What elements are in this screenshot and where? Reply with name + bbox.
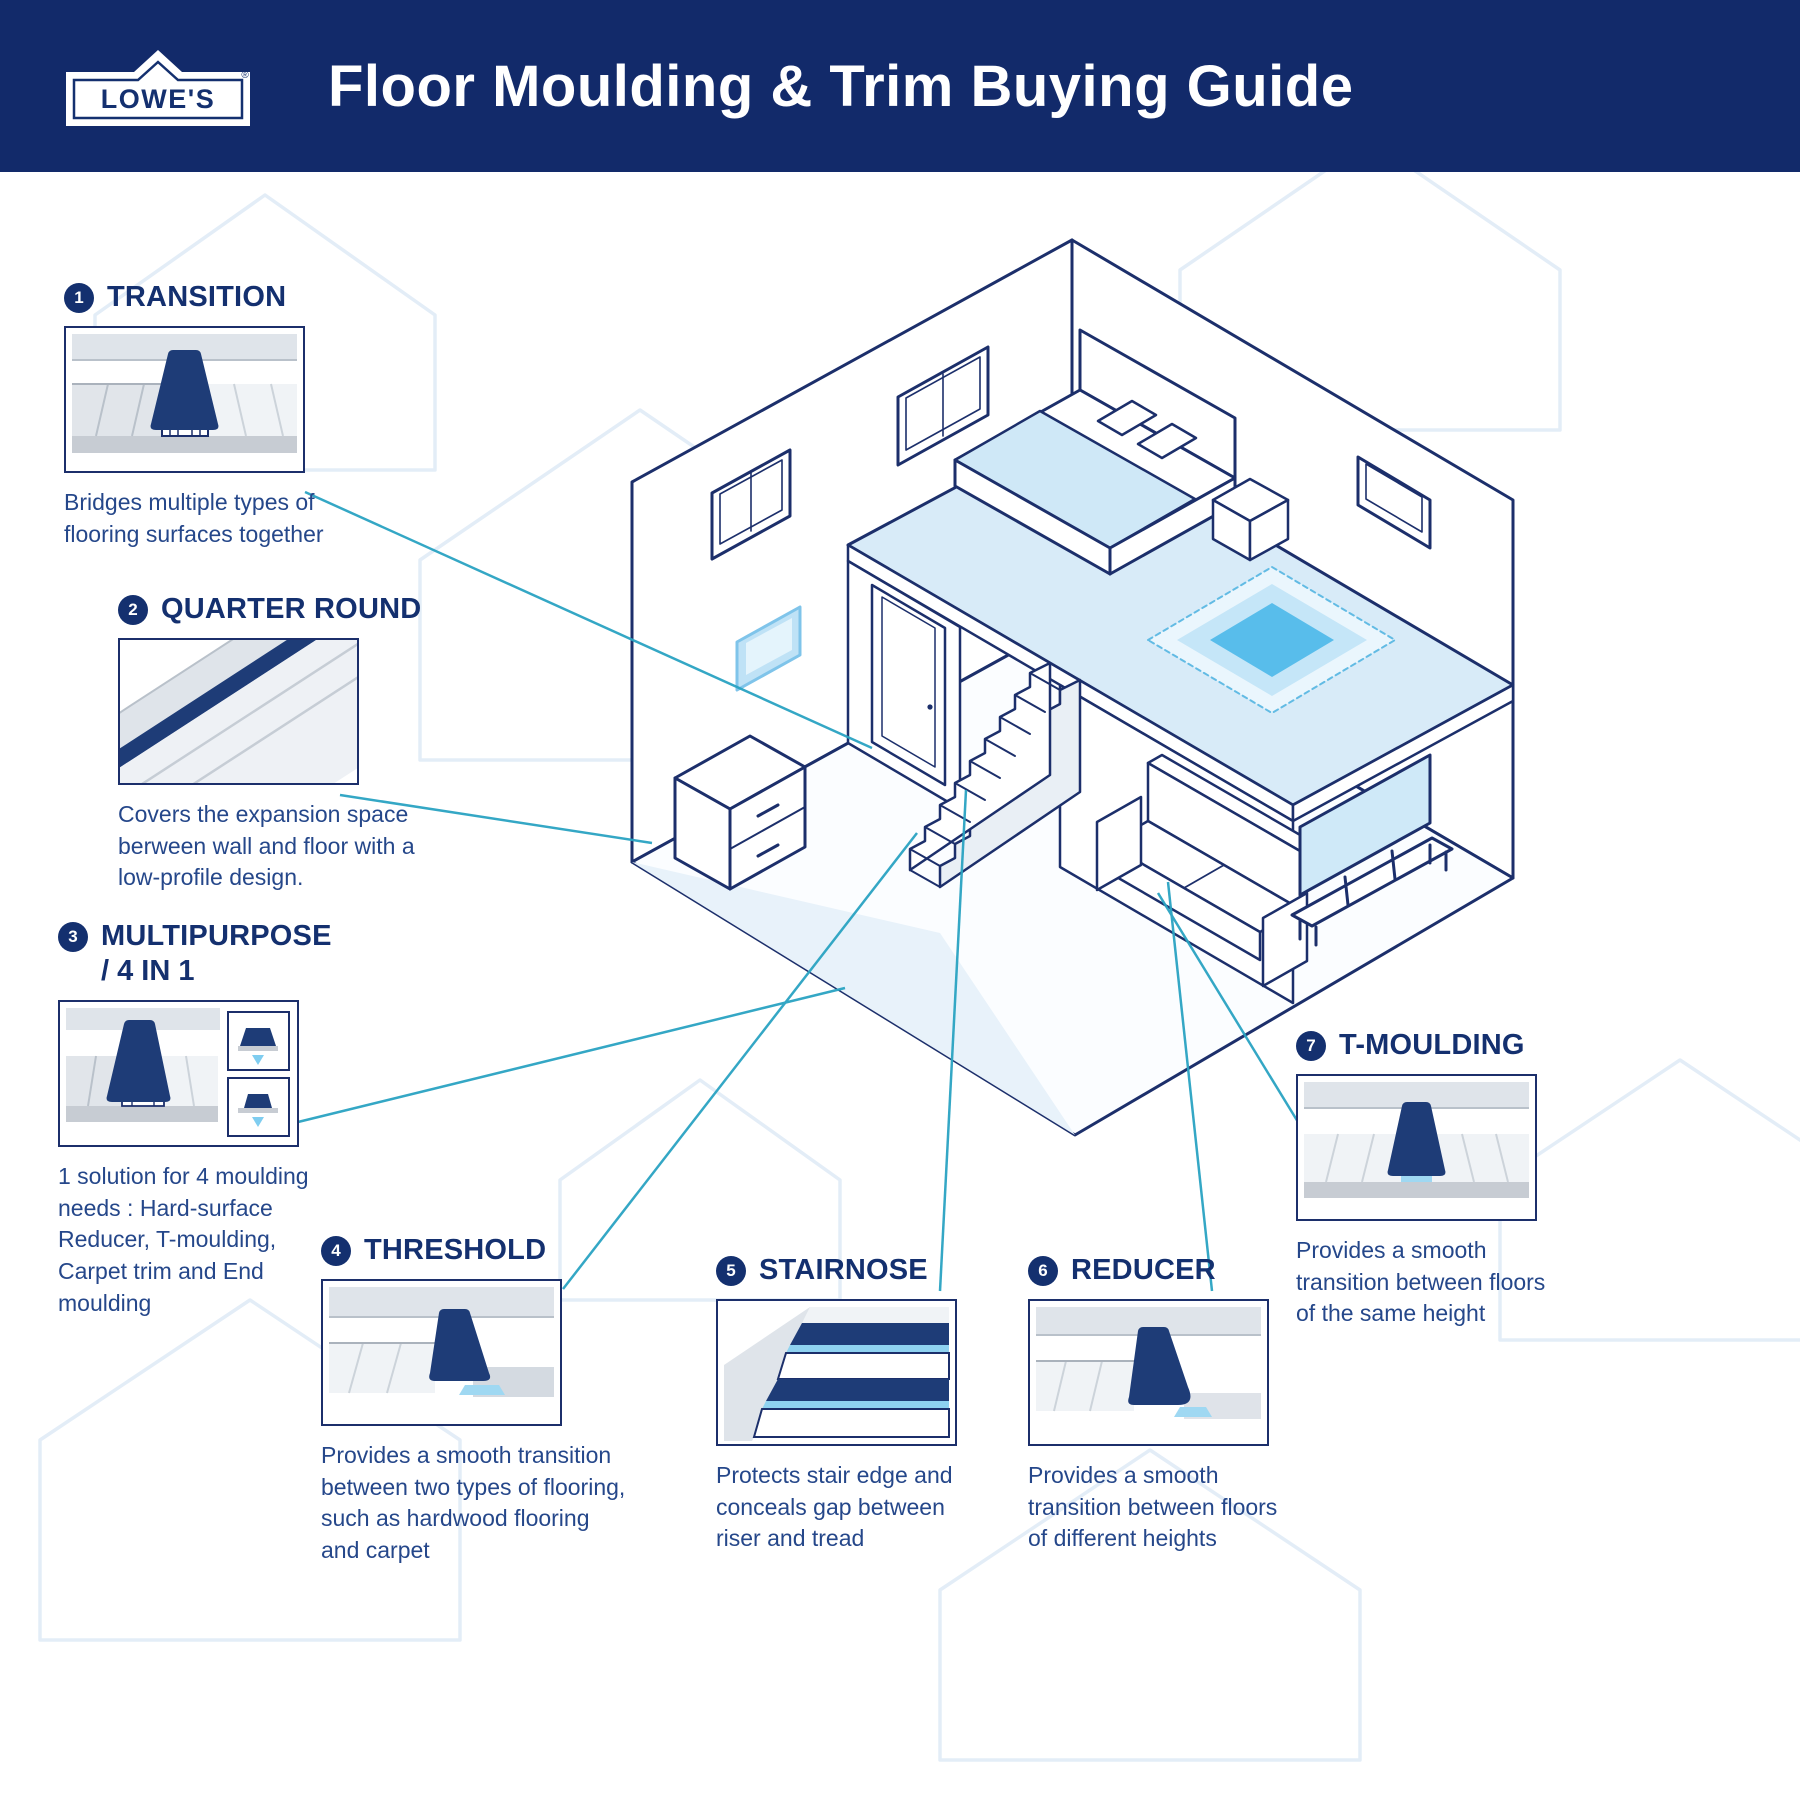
dresser (673, 734, 807, 891)
callout-description: Provides a smooth transition between flo… (1296, 1237, 1546, 1327)
wall-art-frame (735, 605, 802, 692)
rug (1147, 566, 1396, 714)
interior-wall (846, 559, 962, 811)
callout-title: REDUCER (1071, 1254, 1216, 1286)
window (896, 345, 990, 467)
callout-description: Covers the expansion space berween wall … (118, 801, 415, 891)
tv (1290, 753, 1454, 947)
bed (953, 328, 1237, 576)
page-title: Floor Moulding & Trim Buying Guide (328, 53, 1354, 119)
right-wall (1070, 238, 1515, 880)
callout-number-badge: 3 (58, 921, 88, 952)
floor-tint (632, 862, 1075, 1135)
callout-number-badge: 1 (64, 282, 94, 313)
window (710, 448, 792, 561)
callout-number-badge: 2 (118, 594, 148, 625)
callout-reducer: 6 REDUCER Provides a smooth transition b… (1028, 1254, 1298, 1555)
callout-description: Provides a smooth transition between flo… (1028, 1462, 1278, 1552)
callout-title: QUARTER ROUND (161, 593, 422, 625)
callout-description: Bridges multiple types of flooring surfa… (64, 489, 324, 547)
callout-threshold: 4 THRESHOLD Provides a smooth transition… (321, 1234, 631, 1567)
interior-wall (1058, 683, 1295, 1005)
lowes-logo: LOWE'S ® (66, 50, 250, 126)
callout-multipurpose: 3 MULTIPURPOSE / 4 IN 1 (58, 920, 331, 1320)
callout-title: MULTIPURPOSE (101, 920, 332, 952)
tv-screen (1298, 753, 1432, 897)
stairnose-illustration (716, 1299, 957, 1446)
logo-text: LOWE'S (101, 84, 215, 114)
callout-title-line2: / 4 IN 1 (101, 955, 195, 987)
callout-transition: 1 TRANSITION (64, 281, 344, 550)
blanket (953, 409, 1197, 550)
callout-stairnose: 5 STAIRNOSE Protects stair edge and conc… (716, 1254, 981, 1555)
callout-title: STAIRNOSE (759, 1254, 928, 1286)
callout-t-moulding: 7 T-MOULDING Provides a smooth transitio… (1296, 1029, 1566, 1330)
storage-box (1211, 477, 1290, 562)
pillow (1136, 422, 1198, 460)
threshold-illustration (321, 1279, 562, 1426)
headboard (1078, 328, 1237, 480)
registered-mark: ® (241, 70, 249, 81)
multipurpose-illustration (58, 1000, 299, 1147)
picture-frame (1356, 455, 1432, 550)
callout-description: Protects stair edge and conceals gap bet… (716, 1462, 953, 1552)
callout-number-badge: 4 (321, 1235, 351, 1266)
door (870, 583, 947, 787)
callout-number-badge: 5 (716, 1255, 746, 1286)
sofa (1095, 753, 1316, 988)
reducer-illustration (1028, 1299, 1269, 1446)
callout-number-badge: 6 (1028, 1255, 1058, 1286)
pillow (1096, 399, 1158, 437)
callout-description: 1 solution for 4 moulding needs : Hard-s… (58, 1163, 309, 1316)
callout-title: THRESHOLD (364, 1234, 547, 1266)
quarter-round-illustration (118, 638, 359, 785)
header: LOWE'S ® Floor Moulding & Trim Buying Gu… (0, 0, 1800, 172)
bedroom-floor (846, 423, 1515, 807)
left-wall (630, 238, 1074, 864)
callout-title: TRANSITION (107, 281, 287, 313)
transition-illustration (64, 326, 305, 473)
callout-title: T-MOULDING (1339, 1029, 1525, 1061)
callout-description: Provides a smooth transition between two… (321, 1442, 626, 1564)
callout-quarter-round: 2 QUARTER ROUND Covers the expansion spa… (118, 593, 422, 894)
staircase (908, 661, 1082, 889)
callout-number-badge: 7 (1296, 1030, 1326, 1061)
t-moulding-illustration (1296, 1074, 1537, 1221)
